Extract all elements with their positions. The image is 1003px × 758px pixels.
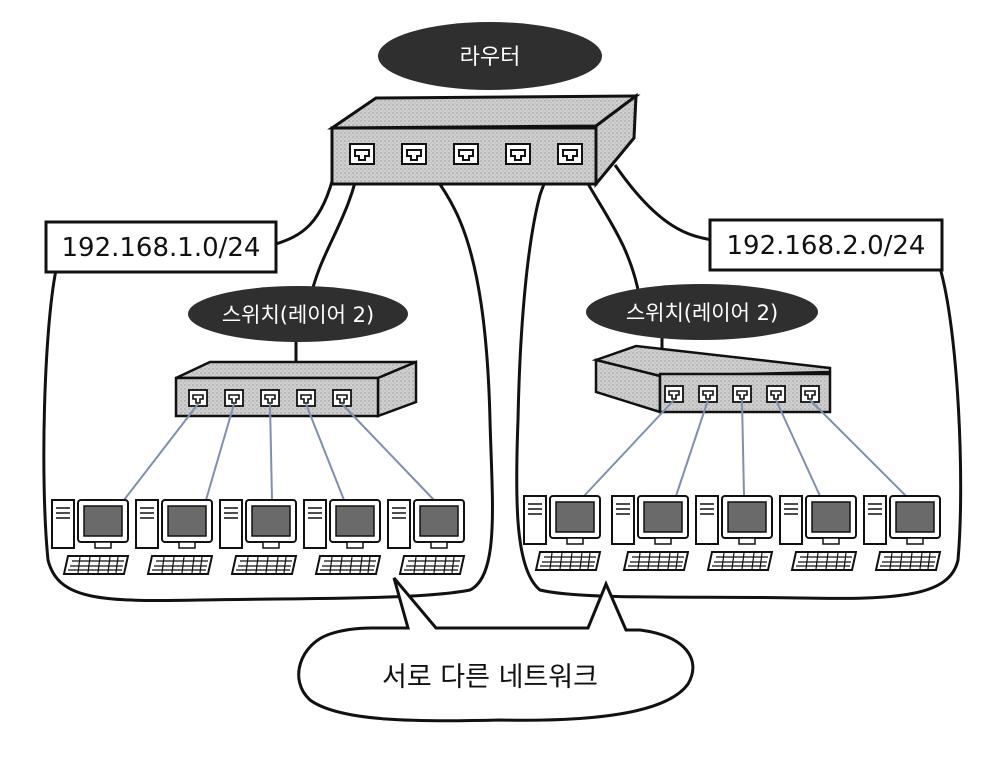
cable-left-5 [341, 403, 435, 501]
pc-right-1 [523, 495, 601, 571]
router-device [327, 92, 641, 189]
cable-left-4 [305, 403, 345, 501]
pc-left-3 [219, 499, 297, 575]
pc-right-4 [779, 495, 857, 571]
router-label-pill: 라우터 [378, 22, 602, 90]
router-label: 라우터 [460, 45, 521, 70]
router-port-4 [505, 143, 531, 165]
callout-text: 서로 다른 네트워크 [382, 662, 598, 693]
switch-right-port-3 [732, 385, 752, 403]
switch-right-port-5 [800, 385, 820, 403]
router-port-3 [453, 143, 479, 165]
callout-bubble: 서로 다른 네트워크 [297, 577, 695, 723]
network-group-right-outline [515, 153, 963, 600]
switch-right-port-2 [698, 385, 718, 403]
switch-left-port-3 [260, 389, 280, 407]
network-address-right-box: 192.168.2.0/24 [708, 218, 944, 272]
cable-right-4 [775, 399, 821, 497]
router-port-1 [349, 143, 375, 165]
switch-right-label: 스위치(레이어 2) [626, 301, 778, 325]
network-address-right: 192.168.2.0/24 [727, 231, 926, 261]
network-address-left: 192.168.1.0/24 [62, 233, 261, 263]
switch-right-cables [583, 399, 907, 497]
switch-left-device [174, 360, 418, 418]
switch-left-port-4 [296, 389, 316, 407]
network-address-left-box: 192.168.1.0/24 [44, 220, 278, 274]
cable-right-5 [809, 399, 907, 497]
switch-right-label-pill: 스위치(레이어 2) [586, 284, 818, 340]
pc-left-4 [303, 499, 381, 575]
pc-right-2 [611, 495, 689, 571]
switch-left-port-1 [188, 389, 208, 407]
switch-left-cables [123, 403, 435, 501]
switch-left-label-pill: 스위치(레이어 2) [188, 286, 408, 342]
cable-left-2 [205, 403, 235, 501]
pc-left-2 [135, 499, 213, 575]
pc-right-3 [695, 495, 773, 571]
pc-left-5 [387, 499, 465, 575]
cable-right-1 [583, 399, 675, 497]
switch-right-device [591, 344, 832, 414]
network-group-left-outline [42, 146, 494, 603]
router-port-5 [557, 143, 583, 165]
switch-right-port-4 [766, 385, 786, 403]
pc-right-5 [863, 495, 941, 571]
switch-left-label: 스위치(레이어 2) [222, 303, 374, 327]
router-port-2 [401, 143, 427, 165]
pc-left-1 [51, 499, 129, 575]
cable-left-3 [269, 403, 273, 501]
cable-right-3 [741, 399, 745, 497]
switch-left-port-2 [224, 389, 244, 407]
cable-left-1 [123, 403, 199, 501]
cable-right-2 [675, 399, 709, 497]
switch-right-port-1 [664, 385, 684, 403]
switch-left-port-5 [332, 389, 352, 407]
